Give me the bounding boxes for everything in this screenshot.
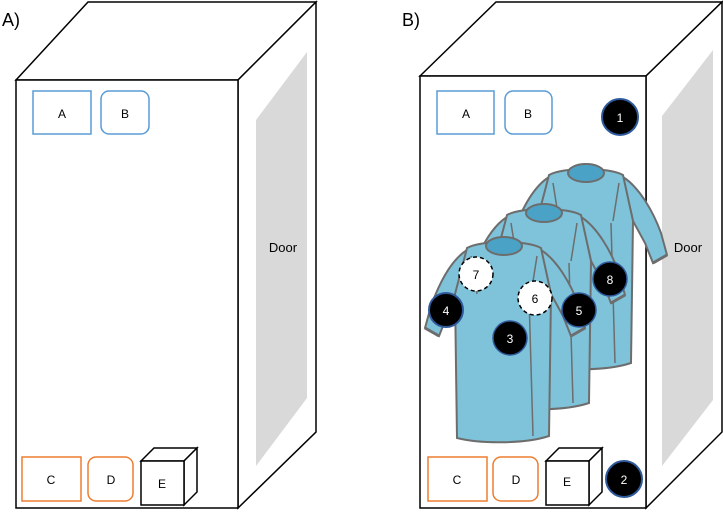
panel-a: A) Door A B C D E: [2, 0, 318, 510]
panel-b-label: B): [402, 10, 420, 30]
panel-b: B) Door A B C D E 1: [402, 0, 723, 510]
box-e-label: E: [563, 475, 571, 489]
marker-4: 4: [428, 292, 464, 328]
box-b-label: B: [524, 107, 532, 121]
marker-6-label: 6: [532, 292, 539, 306]
marker-4-label: 4: [443, 304, 450, 318]
box-d-label: D: [107, 473, 116, 487]
cabinet-a-front: [15, 79, 239, 509]
box-b-label: B: [121, 107, 129, 121]
marker-6: 6: [517, 280, 553, 316]
marker-8: 8: [592, 261, 628, 297]
box-c: [21, 456, 82, 502]
cabinet-a: Door: [14, 0, 318, 510]
panel-a-label: A): [2, 10, 20, 30]
box-b: [100, 90, 150, 135]
box-a-label: A: [58, 107, 66, 121]
box-c-label: C: [453, 473, 462, 487]
marker-7: 7: [458, 256, 494, 292]
box-e-label: E: [158, 477, 166, 491]
door-b: [662, 50, 713, 466]
door-a-label: Door: [269, 240, 298, 255]
marker-8-label: 8: [607, 273, 614, 287]
marker-2: 2: [605, 460, 643, 498]
marker-3-label: 3: [507, 332, 514, 346]
box-a: [32, 90, 92, 135]
box-d: [87, 456, 134, 502]
door-b-label: Door: [674, 240, 703, 255]
marker-5: 5: [561, 292, 597, 328]
marker-2-label: 2: [621, 473, 628, 487]
box-d: [492, 456, 539, 502]
box-a: [436, 90, 495, 135]
box-a-label: A: [462, 107, 470, 121]
box-e: [139, 446, 199, 507]
box-d-label: D: [512, 473, 521, 487]
box-c-label: C: [47, 473, 56, 487]
box-b: [504, 90, 553, 135]
marker-1-label: 1: [617, 111, 624, 125]
marker-7-label: 7: [473, 268, 480, 282]
box-c: [427, 456, 488, 502]
marker-3: 3: [492, 320, 528, 356]
marker-5-label: 5: [576, 304, 583, 318]
marker-1: 1: [601, 98, 639, 136]
box-e: [544, 446, 604, 507]
door-a: [256, 52, 307, 466]
